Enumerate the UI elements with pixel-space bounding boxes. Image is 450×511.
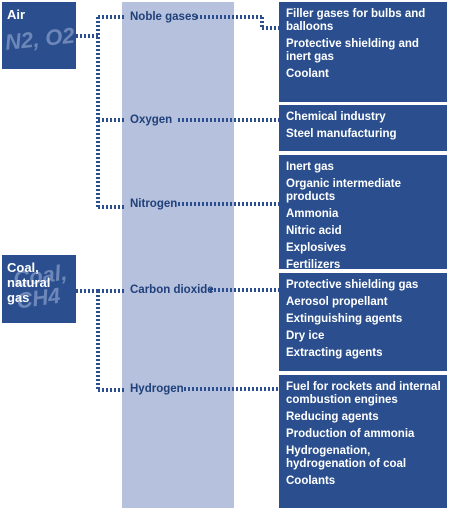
use-item: Fuel for rockets and internal combustion… bbox=[286, 381, 441, 406]
use-item: Protective shielding gas bbox=[286, 279, 419, 291]
use-item: Chemical industry bbox=[286, 111, 386, 123]
source-air-label: Air bbox=[7, 7, 26, 22]
use-item: Ammonia bbox=[286, 208, 339, 220]
use-item: Coolant bbox=[286, 68, 329, 80]
uses-box-noble-gases: Filler gases for bulbs and balloons Prot… bbox=[279, 2, 447, 102]
use-item: Fertilizers bbox=[286, 259, 341, 271]
source-air-box: N2, O2 Air bbox=[2, 2, 76, 69]
use-item: Production of ammonia bbox=[286, 428, 415, 440]
uses-box-hydrogen: Fuel for rockets and internal combustion… bbox=[279, 375, 447, 508]
gas-label-noble-gases: Noble gases bbox=[130, 11, 198, 23]
source-coal-label: Coal, natural gas bbox=[7, 260, 51, 305]
gas-label-carbon-dioxide: Carbon dioxide bbox=[130, 284, 214, 296]
use-item: Aerosol propellant bbox=[286, 296, 388, 308]
use-item: Protective shielding and inert gas bbox=[286, 38, 419, 63]
use-item: Hydrogenation, hydrogenation of coal bbox=[286, 445, 407, 470]
source-coal-box: Coal, CH4 Coal, natural gas bbox=[2, 255, 76, 323]
use-item: Coolants bbox=[286, 475, 336, 487]
uses-box-oxygen: Chemical industry Steel manufacturing bbox=[279, 105, 447, 151]
use-item: Extracting agents bbox=[286, 347, 383, 359]
uses-box-carbon-dioxide: Protective shielding gas Aerosol propell… bbox=[279, 273, 447, 371]
uses-box-nitrogen: Inert gas Organic intermediate products … bbox=[279, 155, 447, 271]
use-item: Filler gases for bulbs and balloons bbox=[286, 8, 426, 33]
use-item: Dry ice bbox=[286, 330, 325, 342]
use-item: Nitric acid bbox=[286, 225, 342, 237]
use-item: Inert gas bbox=[286, 161, 334, 173]
use-item: Extinguishing agents bbox=[286, 313, 403, 325]
gas-label-nitrogen: Nitrogen bbox=[130, 198, 178, 210]
gas-column-band bbox=[122, 2, 234, 508]
gas-label-hydrogen: Hydrogen bbox=[130, 383, 184, 395]
use-item: Explosives bbox=[286, 242, 347, 254]
use-item: Organic intermediate products bbox=[286, 178, 402, 203]
use-item: Steel manufacturing bbox=[286, 128, 397, 140]
gas-label-oxygen: Oxygen bbox=[130, 114, 173, 126]
source-air-formula: N2, O2 bbox=[3, 22, 76, 55]
use-item: Reducing agents bbox=[286, 411, 379, 423]
